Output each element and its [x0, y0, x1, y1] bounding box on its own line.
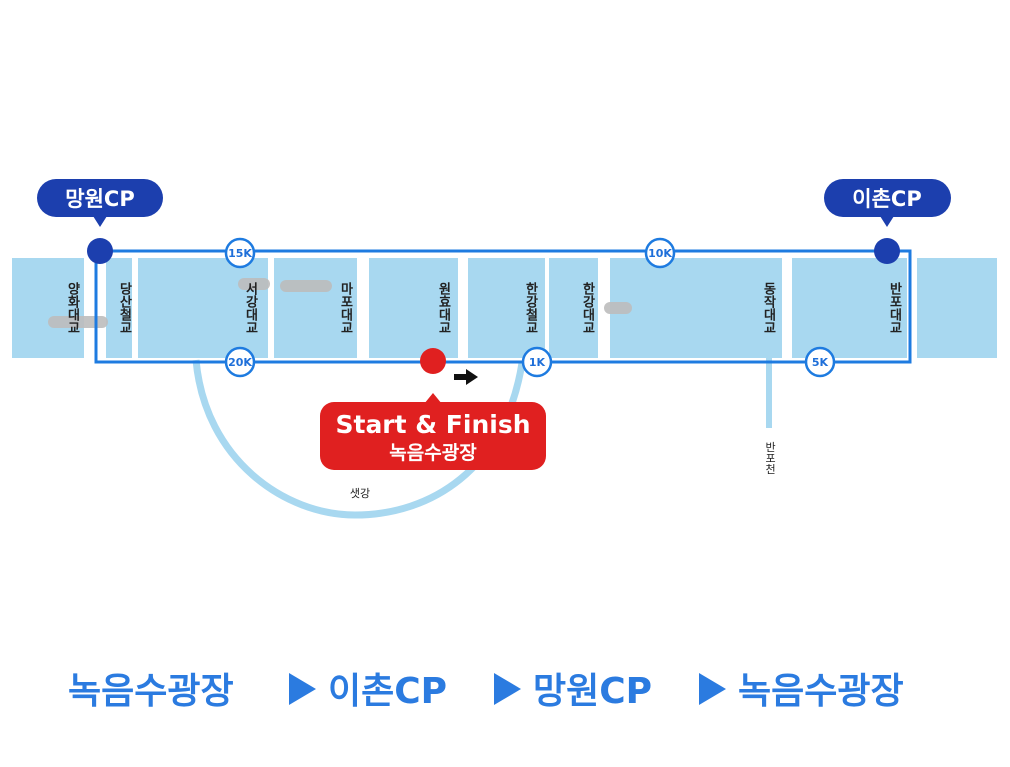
ichon-cp-pin — [874, 238, 900, 264]
bridge-label: 마포대교 — [338, 281, 353, 334]
route-arrow-icon — [289, 673, 316, 705]
mangwon-cp-pin — [87, 238, 113, 264]
start-finish-place: 녹음수광장 — [389, 442, 477, 464]
route-arrow-icon — [699, 673, 726, 705]
bridge-label: 한강철교 — [523, 281, 538, 334]
km-marker-15k: 15K — [224, 237, 256, 269]
bridge-label: 당산철교 — [117, 281, 132, 334]
bridge-strips — [84, 258, 917, 358]
route-summary: 녹음수광장 이촌CP 망원CP 녹음수광장 — [68, 671, 904, 712]
bridge-labels: 양화대교 당산철교 서강대교 마포대교 원효대교 한강철교 한강대교 동작대교 … — [65, 281, 902, 334]
km-markers: 15K 10K 20K 1K 5K — [224, 237, 836, 378]
km-label: 20K — [228, 356, 252, 369]
route-step: 녹음수광장 — [738, 671, 904, 712]
bridge-label: 서강대교 — [243, 282, 258, 334]
mangwon-cp-label: 망원CP — [65, 187, 134, 211]
ichon-cp-callout: 이촌CP — [824, 179, 951, 227]
km-marker-20k: 20K — [224, 346, 256, 378]
km-marker-1k: 1K — [521, 346, 553, 378]
grey-marks — [48, 278, 632, 328]
route-arrow-icon — [494, 673, 521, 705]
km-label: 1K — [529, 356, 546, 369]
bridge-label: 양화대교 — [65, 282, 80, 334]
start-point — [420, 348, 446, 374]
km-label: 5K — [812, 356, 829, 369]
km-label: 10K — [648, 247, 672, 260]
km-marker-10k: 10K — [644, 237, 676, 269]
bridge-label: 원효대교 — [436, 282, 451, 334]
saetgang-label: 샛강 — [350, 487, 370, 500]
km-label: 15K — [228, 247, 252, 260]
banpocheon-label: 반포천 — [764, 441, 777, 474]
bridge-label: 한강대교 — [580, 281, 595, 334]
bridge-label: 반포대교 — [887, 281, 902, 334]
course-path — [94, 249, 912, 364]
start-finish-title: Start & Finish — [335, 410, 530, 439]
banpocheon-stream — [766, 358, 772, 428]
bridge-label: 동작대교 — [761, 282, 776, 334]
direction-arrow-icon — [454, 369, 478, 385]
mangwon-cp-callout: 망원CP — [37, 179, 163, 227]
km-marker-5k: 5K — [804, 346, 836, 378]
han-river — [12, 258, 997, 358]
route-step: 망원CP — [533, 671, 652, 712]
route-step: 이촌CP — [328, 671, 447, 712]
start-finish-callout: Start & Finish 녹음수광장 — [320, 393, 546, 470]
route-step: 녹음수광장 — [68, 671, 234, 712]
ichon-cp-label: 이촌CP — [852, 187, 921, 211]
